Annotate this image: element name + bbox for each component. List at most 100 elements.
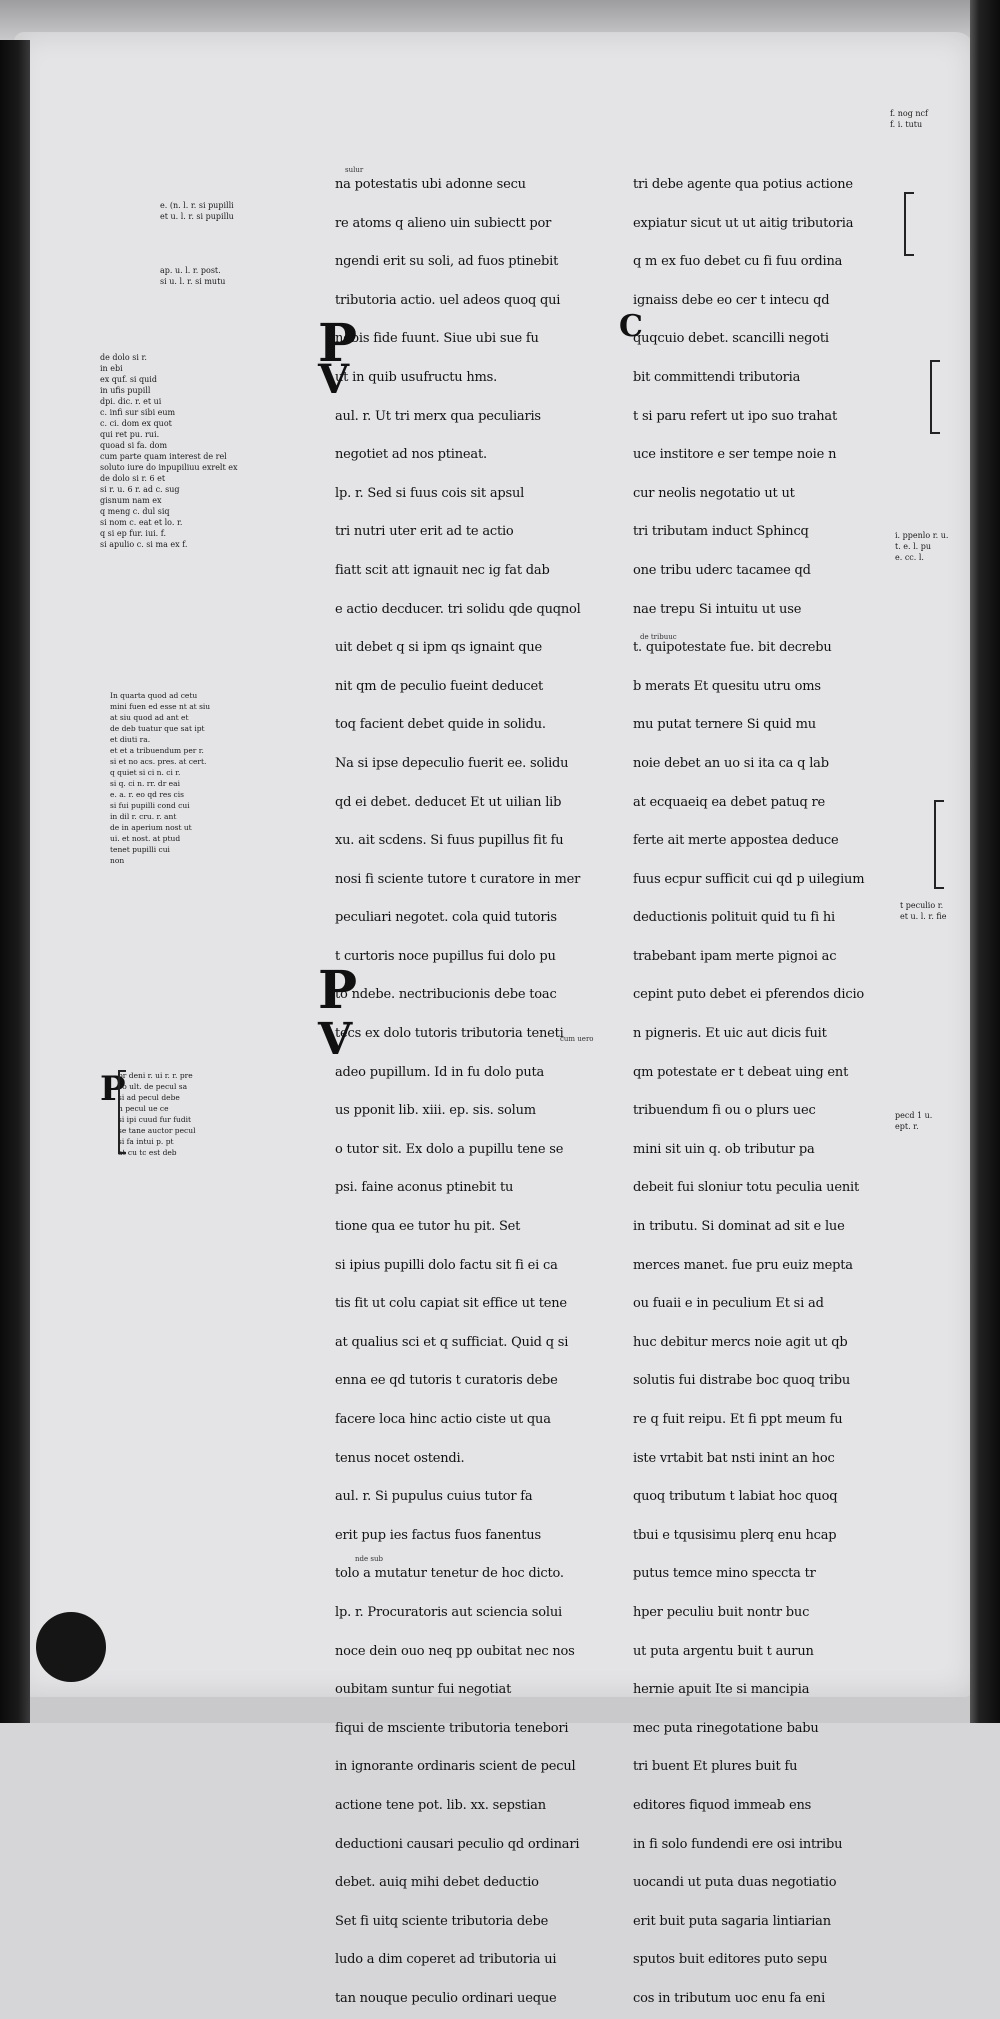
gloss-line: si et no acs. pres. at cert.: [110, 757, 207, 766]
gloss-line: et u. l. r. fie: [900, 912, 947, 921]
text-line: nobis fide fuunt. Siue ubi sue fu: [335, 331, 539, 347]
text-line: cur neolis negotatio ut ut: [633, 485, 795, 501]
gloss-line: si u. l. r. si mutu: [160, 277, 226, 286]
text-line: editores fiquod immeab ens: [633, 1797, 812, 1813]
gloss-line: ept. r.: [895, 1122, 919, 1131]
text-line: noie debet an uo si ita ca q lab: [633, 755, 829, 771]
text-line: iste vrtabit bat nsti inint an hoc: [633, 1450, 835, 1466]
text-line: erit pup ies factus fuos fanentus: [335, 1527, 541, 1543]
text-line: t. quipotestate fue. bit decrebu: [633, 640, 832, 656]
gloss-line: t peculio r.: [900, 901, 944, 910]
text-line: tri buent Et plures buit fu: [633, 1759, 798, 1775]
text-line: hper peculiu buit nontr buc: [633, 1604, 810, 1620]
text-line: o tutor sit. Ex dolo a pupillu tene se: [335, 1141, 564, 1157]
text-line: trabebant ipam merte pignoi ac: [633, 948, 837, 964]
text-line: si ipius pupilli dolo factu sit fi ei ca: [335, 1257, 558, 1273]
gloss-right-lower: t peculio r. et u. l. r. fie: [900, 900, 970, 922]
gloss-line: soluto iure do inpupiliuu exrelt ex: [100, 463, 238, 472]
text-line: uocandi ut puta duas negotiatio: [633, 1875, 837, 1891]
text-line: tione qua ee tutor hu pit. Set: [335, 1219, 521, 1235]
text-line: ut puta argentu buit t aurun: [633, 1643, 814, 1659]
gloss-line: si r. u. 6 r. ad c. sug: [100, 485, 180, 494]
gloss-line: quoad si fa. dom: [100, 441, 168, 450]
binding-right-edge: [970, 0, 1000, 1723]
text-line: tan nouque peculio ordinari ueque: [335, 1990, 557, 2006]
text-line: uit debet q si ipm qs ignaint que: [335, 640, 543, 656]
text-line: t curtoris noce pupillus fui dolo pu: [335, 948, 556, 964]
text-line: ferte ait merte appostea deduce: [633, 833, 839, 849]
text-line: toq facient debet quide in solidu.: [335, 717, 546, 733]
gloss-line: q si ep fur. iui. f.: [100, 529, 166, 538]
gloss-line: in ufis pupill: [100, 386, 151, 395]
gloss-line: ui. et nost. at ptud: [110, 834, 181, 843]
gloss-line: co ult. de pecul sa: [118, 1082, 188, 1091]
text-line: qm potestate er t debeat uing ent: [633, 1064, 849, 1080]
text-line: adeo pupillum. Id in fu dolo puta: [335, 1064, 545, 1080]
text-line: n pigneris. Et uic aut dicis fuit: [633, 1026, 827, 1042]
text-line: ngendi erit su soli, ad fuos ptinebit: [335, 254, 559, 270]
gloss-line: c. ci. dom ex quot: [100, 419, 172, 428]
text-line: fuus ecpur sufficit cui qd p uilegium: [633, 871, 865, 887]
gloss-line: si fa intui p. pt: [118, 1137, 174, 1146]
text-line: to ndebe. nectribucionis debe toac: [335, 987, 557, 1003]
text-line: nit qm de peculio fueint deducet: [335, 678, 544, 694]
text-line: na potestatis ubi adonne secu: [335, 177, 526, 192]
gloss-line: non: [110, 856, 125, 865]
text-line: huc debitur mercs noie agit ut qb: [633, 1334, 848, 1350]
text-line: b merats Et quesitu utru oms: [633, 678, 821, 694]
text-line: cepint puto debet ei pferendos dicio: [633, 987, 865, 1003]
initial-c-1: C: [619, 309, 643, 344]
text-line: tbui e tqusisimu plerq enu hcap: [633, 1527, 837, 1543]
gloss-line: e. a. r. eo qd res cis: [110, 790, 185, 799]
text-line: solutis fui distrabe boc quoq tribu: [633, 1373, 851, 1389]
gloss-line: ex quf. si quid: [100, 375, 157, 384]
gloss-line: de in aperium nost ut: [110, 823, 192, 832]
text-line: tri debe agente qua potius actione: [633, 177, 853, 192]
text-line: expiatur sicut ut ut aitig tributoria: [633, 215, 854, 231]
gloss-line: ap. u. l. r. post.: [160, 266, 221, 275]
margin-bracket: [930, 360, 940, 434]
initial-p-margin: P: [100, 1069, 126, 1109]
gloss-line: mini fuen ed esse nt at siu: [110, 702, 211, 711]
text-line: fiatt scit att ignauit nec ig fat dab: [335, 562, 550, 578]
interlinear-note: sulur: [345, 166, 364, 174]
text-line: ludo a dim coperet ad tributoria ui: [335, 1952, 557, 1968]
gloss-line: et et a tribuendum per r.: [110, 746, 204, 755]
gloss-line: de dolo si r. 6 et: [100, 474, 166, 483]
gloss-line: f. nog ncf: [890, 109, 928, 118]
text-line: mini sit uin q. ob tributur pa: [633, 1141, 815, 1157]
gloss-line: si ad pecul debe: [118, 1093, 180, 1102]
text-line: e actio decducer. tri solidu qde quqnol: [335, 601, 581, 617]
text-line: in fi solo fundendi ere osi intribu: [633, 1836, 843, 1852]
initial-p-2: P: [318, 960, 358, 1021]
interlinear-note: cum uero: [560, 1035, 594, 1043]
text-line: putus temce mino speccta tr: [633, 1566, 816, 1582]
gloss-line: de dolo si r.: [100, 353, 147, 362]
text-line: tolo a mutatur tenetur de hoc dicto.: [335, 1566, 564, 1582]
text-line: at qualius sci et q sufficiat. Quid q si: [335, 1334, 569, 1350]
gloss-line: si fui pupilli cond cui: [110, 801, 190, 810]
gloss-line: t. e. l. pu: [895, 542, 932, 551]
gloss-right-bottom: pecd 1 u. ept. r.: [895, 1110, 965, 1132]
gloss-line: si apulio c. si ma ex f.: [100, 540, 188, 549]
initial-u-1: V: [318, 356, 350, 403]
text-line: mec puta rinegotatione babu: [633, 1720, 819, 1736]
gloss-line: et u. l. r. si pupillu: [160, 212, 234, 221]
text-line: enna ee qd tutoris t curatoris debe: [335, 1373, 558, 1389]
text-line: aul. r. Ut tri merx qua peculiaris: [335, 408, 541, 424]
text-line: tributoria actio. uel adeos quoq qui: [335, 292, 561, 308]
text-line: tribuendum fi ou o plurs uec: [633, 1103, 816, 1119]
gloss-line: at cu tc est deb: [118, 1148, 177, 1157]
gloss-line: se tane auctor pecul: [118, 1126, 196, 1135]
gloss-line: pecd 1 u.: [895, 1111, 933, 1120]
text-line: t si paru refert ut ipo suo trahat: [633, 408, 837, 424]
text-line: one tribu uderc tacamee qd: [633, 562, 811, 578]
margin-bracket: [118, 1070, 126, 1154]
text-line: deductioni causari peculio qd ordinari: [335, 1836, 580, 1852]
text-line: in tributu. Si dominat ad sit e lue: [633, 1219, 845, 1235]
text-line: tecs ex dolo tutoris tributoria teneti: [335, 1026, 564, 1042]
gloss-line: f. i. tutu: [890, 120, 923, 129]
